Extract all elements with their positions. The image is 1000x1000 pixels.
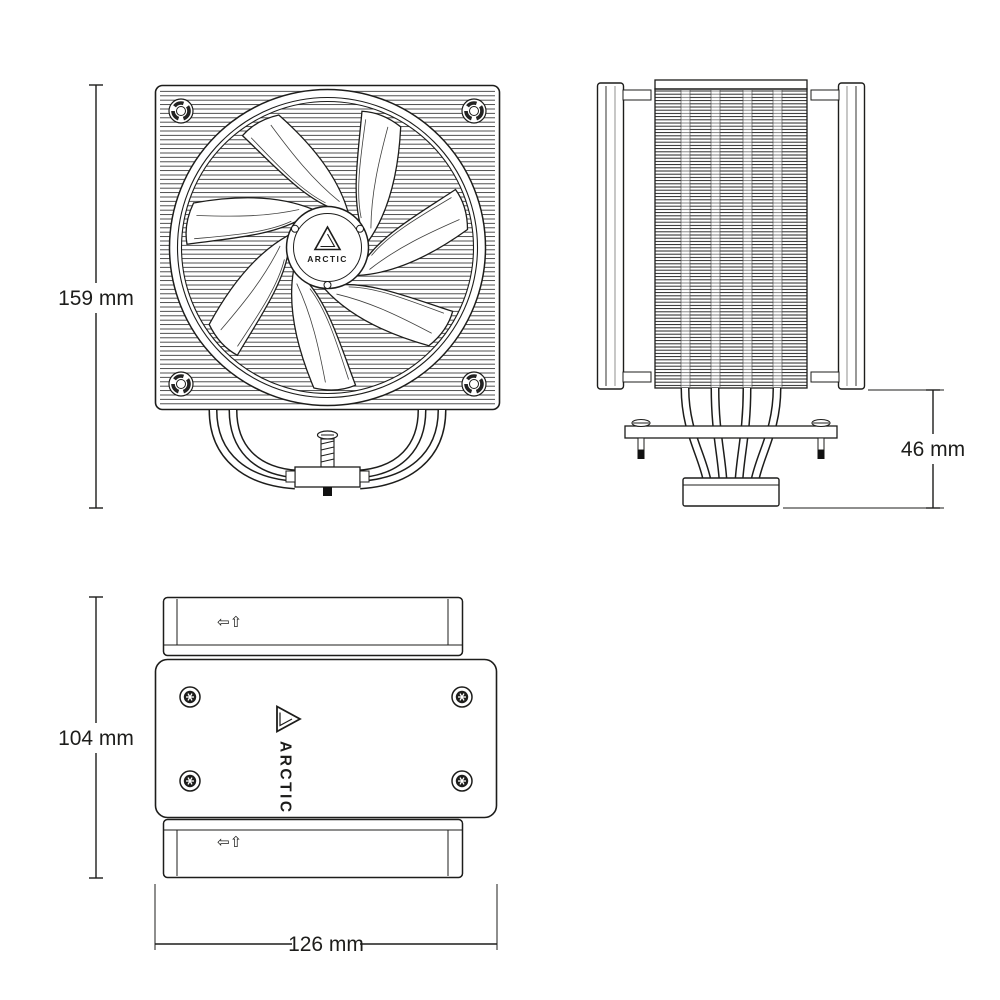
rear-fan-side-profile (810, 82, 866, 390)
standoff-screw-tip (637, 450, 645, 459)
dimension-clearance-height: 46 mm (783, 389, 965, 509)
dimension-label-front-height: 159 mm (58, 287, 134, 310)
heatsink-top-plate (654, 79, 808, 90)
front-mounting-base (285, 430, 370, 496)
fan-clip (622, 371, 652, 383)
fan-corner-screw (167, 97, 195, 125)
arctic-triangle-inner (320, 233, 336, 248)
arctic-wordmark: ARCTIC (307, 254, 348, 264)
airflow-direction-icon: ⇦⇧ (217, 834, 242, 851)
fan-corner-screw (167, 370, 195, 398)
base-wing (359, 470, 370, 483)
torx-screw (179, 770, 201, 792)
dimension-top-width: 126 mm (154, 884, 498, 956)
fan-clip (622, 89, 652, 101)
standoff-screw-tip (817, 450, 825, 459)
top-fan-strip: ⇦⇧ (162, 596, 464, 657)
fan-rim-inner (176, 96, 479, 399)
side-base (682, 477, 780, 507)
torx-screw (451, 686, 473, 708)
fan-clip (810, 89, 840, 101)
fin-stack (654, 88, 808, 389)
dimension-label-top-depth: 104 mm (58, 727, 134, 750)
front-fan-side-profile (596, 82, 652, 390)
base-nub (323, 487, 332, 496)
front-heatpipes (208, 409, 447, 490)
bottom-fan-strip: ⇦⇧ (162, 818, 464, 879)
front-view: ARCTIC (154, 84, 501, 496)
arctic-logo-plate: ARCTIC (276, 704, 302, 815)
fan-clip (810, 371, 840, 383)
torx-screw (451, 770, 473, 792)
cold-plate-block (294, 466, 361, 488)
top-plate (154, 658, 498, 819)
dimension-front-height: 159 mm (58, 84, 134, 509)
base-wing (285, 470, 296, 483)
fan-corner-screw (460, 370, 488, 398)
top-view: ⇦⇧ ARCTIC ⇦⇧ (154, 596, 498, 879)
hub-tab (323, 281, 332, 289)
fan-corner-screw (460, 97, 488, 125)
side-view (596, 79, 866, 507)
arctic-triangle-icon (313, 225, 342, 251)
mounting-crossbar (624, 418, 838, 459)
arctic-logo-hub: ARCTIC (307, 225, 348, 264)
hub-tab (356, 224, 364, 233)
arctic-triangle-inner (279, 712, 293, 727)
dimension-label-clearance-height: 46 mm (901, 438, 965, 461)
torx-screw (179, 686, 201, 708)
hub-tab (291, 224, 299, 233)
dimension-label-top-width: 126 mm (288, 933, 364, 956)
dimension-top-depth: 104 mm (58, 596, 134, 879)
heatpipes-through-fins (680, 90, 783, 387)
side-heatpipes (680, 387, 782, 482)
arctic-triangle-icon (276, 704, 302, 734)
standoff-screw (637, 437, 645, 451)
arctic-wordmark: ARCTIC (277, 741, 294, 815)
airflow-direction-icon: ⇦⇧ (217, 614, 242, 631)
standoff-screw (817, 437, 825, 451)
